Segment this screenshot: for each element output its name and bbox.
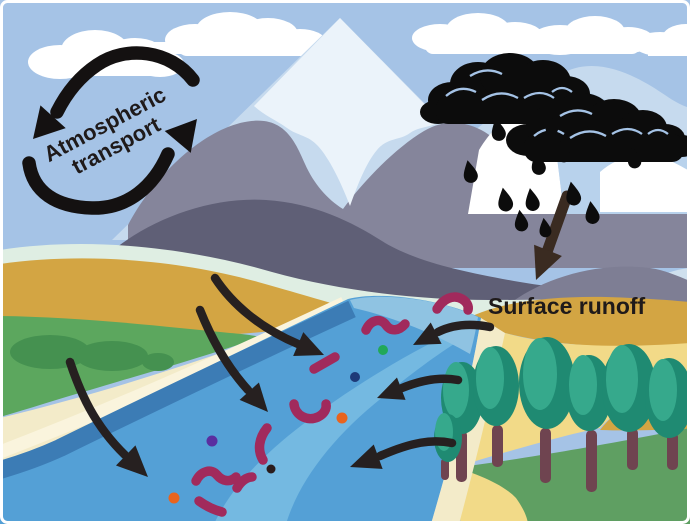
microplastic-fibers xyxy=(191,292,473,517)
runoff-arrows xyxy=(65,273,495,477)
cycle-arrow-shafts xyxy=(22,46,200,215)
river-light-band xyxy=(214,325,474,524)
storm-clouds xyxy=(420,53,690,238)
cloud-right xyxy=(412,13,690,56)
cloud-center xyxy=(150,12,332,56)
gold-hill-right xyxy=(468,296,690,347)
runoff-arrowheads xyxy=(115,322,442,477)
raindrops xyxy=(463,114,642,238)
runoff-arrow-right-2 xyxy=(397,374,463,393)
particle-purple xyxy=(206,435,218,447)
river-light-top xyxy=(350,296,478,354)
snow-cap xyxy=(254,18,441,206)
runoff-arrow-left-1 xyxy=(65,357,130,460)
particle-orange xyxy=(336,412,348,424)
snow-wave-far-right xyxy=(600,154,690,212)
storm-cloud-1-highlights xyxy=(445,69,573,101)
cycle-arrowheads xyxy=(33,105,197,153)
tree-trunks xyxy=(441,425,678,492)
particle-black xyxy=(266,464,276,474)
runoff-arrow-left-2 xyxy=(195,305,253,395)
particle-orange-2 xyxy=(168,492,180,504)
runoff-arrow-right-1 xyxy=(433,320,495,337)
rain-to-ground-arrow xyxy=(534,190,573,280)
storm-cloud-1 xyxy=(420,53,601,124)
white-clouds xyxy=(28,12,690,79)
microplastic-particles xyxy=(168,345,388,504)
runoff-arrow-right-3 xyxy=(375,437,457,461)
runoff-arrow-left-3 xyxy=(210,273,303,349)
surface-runoff-label: Surface runoff xyxy=(488,293,646,319)
particle-green xyxy=(378,345,388,355)
gold-hill-left xyxy=(0,258,352,337)
particle-navy xyxy=(350,372,360,382)
